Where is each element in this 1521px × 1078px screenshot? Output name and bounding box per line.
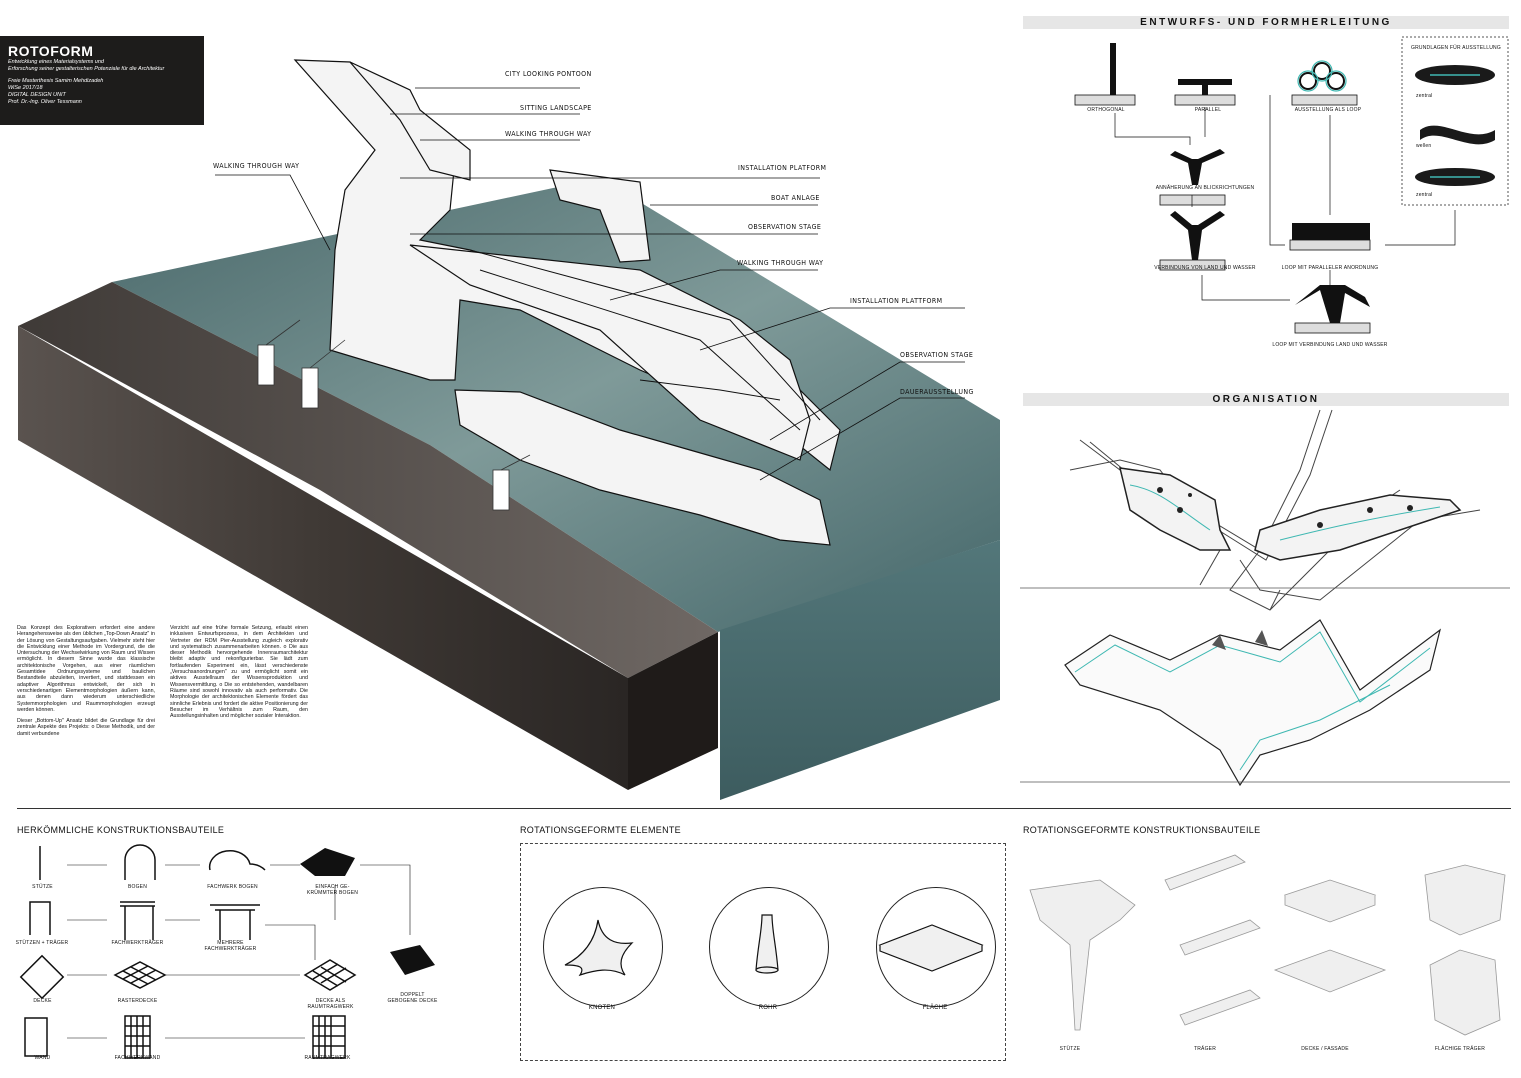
label-g3: zentral: [1416, 192, 1433, 198]
herkoemmliche-diagram: [19, 844, 435, 1059]
traeger-render-3: [1179, 989, 1261, 1026]
label-doppelt-1: DOPPELT: [400, 992, 425, 998]
label-decke-fassade: DECKE / FASSADE: [1301, 1046, 1349, 1052]
stuetze-render: [1029, 879, 1136, 1031]
label-fachwerktraeger: FACHWERKTRÄGER: [111, 940, 164, 946]
organisation-diagram: [1020, 409, 1510, 787]
label-observation-stage-2: OBSERVATION STAGE: [900, 351, 974, 359]
project-title: ROTOFORM: [8, 43, 94, 59]
traeger-render-2: [1179, 919, 1261, 956]
label-sitting-landscape: SITTING LANDSCAPE: [520, 104, 592, 112]
section-title-herkoemmliche: HERKÖMMLICHE KONSTRUKTIONSBAUTEILE: [17, 825, 225, 835]
knoten-circle: [543, 887, 663, 1007]
flaechige-render-2: [1429, 949, 1501, 1036]
label-walking-through-way-2: WALKING THROUGH WAY: [737, 259, 824, 267]
water-side: [720, 540, 1000, 800]
subtitle-1: Entwicklung eines Materialsystems und: [8, 59, 104, 65]
rot-elemente-shapes: [564, 914, 984, 977]
label-dauerausstellung: DAUERAUSSTELLUNG: [900, 388, 974, 396]
label-stuetze-rot: STÜTZE: [1059, 1046, 1081, 1052]
label-traeger-rot: TRÄGER: [1193, 1046, 1217, 1052]
label-flaechige-traeger: FLÄCHIGE TRÄGER: [1434, 1046, 1486, 1052]
paragraph: Das Konzept des Explorativen erfordert e…: [17, 625, 155, 713]
label-ausstellung-als-loop: AUSSTELLUNG ALS LOOP: [1294, 107, 1362, 113]
rot-bauteile-renders: [1029, 854, 1506, 1036]
label-grundlagen: GRUNDLAGEN FÜR AUSSTELLUNG: [1411, 45, 1501, 51]
label-decke-raum-2: RAUMTRAGWERK: [307, 1004, 354, 1010]
flaeche-circle: [876, 887, 996, 1007]
label-loop-verbindung: LOOP MIT VERBINDUNG LAND UND WASSER: [1272, 342, 1388, 348]
flaechige-render-1: [1424, 864, 1506, 936]
paragraph: Dieser „Bottom-Up" Ansatz bildet die Gru…: [17, 718, 155, 737]
author-line: Freie Masterthesis Samim Mehdizadeh: [8, 78, 104, 84]
entwurf-header: ENTWURFS- UND FORMHERLEITUNG: [1023, 16, 1509, 29]
label-einfach-bogen-2: KRÜMMTER BOGEN: [306, 890, 359, 896]
label-annaeherung: ANNÄHERUNG AN BLICKRICHTUNGEN: [1155, 185, 1255, 191]
label-fachwerkwand: FACHWERKWAND: [114, 1055, 161, 1061]
label-parallel: PARALLEL: [1194, 107, 1222, 113]
unit-line: DIGITAL DESIGN UNIT: [8, 92, 66, 98]
label-boat-anlage: BOAT ANLAGE: [771, 194, 820, 202]
label-g2: wellen: [1416, 143, 1432, 149]
org-zone-right: [1254, 494, 1462, 561]
body-text-col-1: Das Konzept des Explorativen erfordert e…: [17, 625, 155, 742]
paragraph: Verzicht auf eine frühe formale Setzung,…: [170, 625, 308, 720]
label-wand: WAND: [34, 1055, 51, 1061]
label-city-looking-pontoon: CITY LOOKING PONTOON: [505, 70, 592, 78]
label-stuetzen-traeger: STÜTZEN + TRÄGER: [15, 940, 69, 946]
label-mehrere-2: FACHWERKTRÄGER: [204, 946, 257, 952]
label-rasterdecke: RASTERDECKE: [117, 998, 158, 1004]
organisation-header: ORGANISATION: [1023, 393, 1509, 406]
semester-line: WiSe 2017/18: [8, 85, 43, 91]
label-observation-stage: OBSERVATION STAGE: [748, 223, 822, 231]
crane-icons: [257, 319, 531, 511]
entwurf-diagram: [1074, 36, 1509, 334]
label-raumtragwerk: RAUMTRAGWERK: [304, 1055, 351, 1061]
label-decke: DECKE: [33, 998, 52, 1004]
label-orthogonal: ORTHOGONAL: [1087, 107, 1125, 113]
label-doppelt-2: GEBOGENE DECKE: [387, 998, 438, 1004]
traeger-render-1: [1164, 854, 1246, 891]
label-mehrere-1: MEHRERE: [217, 940, 244, 946]
label-walking-through-way-left: WALKING THROUGH WAY: [213, 162, 300, 170]
label-knoten: KNOTEN: [588, 1005, 616, 1011]
label-bogen: BOGEN: [127, 884, 148, 890]
section-title-rot-elemente: ROTATIONSGEFORMTE ELEMENTE: [520, 825, 681, 835]
quay-top: [18, 282, 718, 678]
label-installation-plattform: INSTALLATION PLATTFORM: [850, 297, 943, 305]
professor-line: Prof. Dr.-Ing. Oliver Tessmann: [8, 99, 82, 105]
title-block: ROTOFORM Entwicklung eines Materialsyste…: [0, 36, 204, 125]
body-text-col-2: Verzicht auf eine frühe formale Setzung,…: [170, 625, 308, 724]
label-loop-parallel: LOOP MIT PARALLELER ANORDNUNG: [1281, 265, 1379, 271]
label-installation-platform: INSTALLATION PLATFORM: [738, 164, 827, 172]
label-g1: zentral: [1416, 93, 1433, 99]
pier-structure: [293, 59, 841, 546]
knoten-shape: [564, 919, 634, 977]
label-rohr: ROHR: [758, 1005, 778, 1011]
org-zone-left: [1119, 467, 1232, 551]
decke-render-2: [1273, 949, 1387, 993]
subtitle-2: Erforschung seiner gestalterischen Poten…: [8, 66, 165, 72]
label-fachwerk-bogen: FACHWERK BOGEN: [207, 884, 258, 890]
rohr-circle: [709, 887, 829, 1007]
divider: [17, 808, 1511, 809]
rot-elemente-box: [520, 843, 1006, 1061]
label-stuetze: STÜTZE: [32, 884, 53, 890]
rohr-shape: [755, 914, 779, 971]
label-flaeche: FLÄCHE: [922, 1005, 948, 1011]
label-verbindung: VERBINDUNG VON LAND UND WASSER: [1154, 265, 1256, 271]
section-title-rot-bauteile: ROTATIONSGEFORMTE KONSTRUKTIONSBAUTEILE: [1023, 825, 1261, 835]
site-axonometry: [18, 59, 1000, 800]
label-decke-raum-1: DECKE ALS: [315, 998, 346, 1004]
quay-front: [18, 326, 628, 790]
label-einfach-bogen-1: EINFACH GE-: [315, 884, 350, 890]
label-walking-through-way: WALKING THROUGH WAY: [505, 130, 592, 138]
